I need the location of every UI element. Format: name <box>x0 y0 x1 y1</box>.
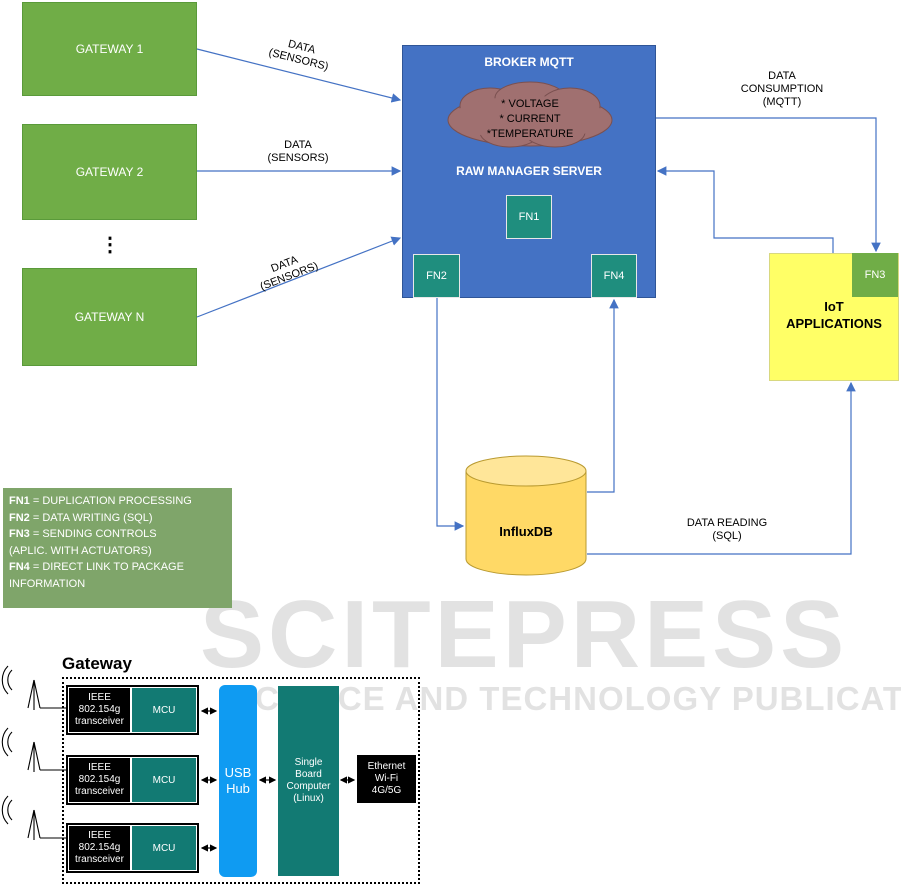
broker-title: BROKER MQTT <box>484 55 574 69</box>
fn3-box: FN3 <box>852 253 898 297</box>
transceiver-3-line2: 802.154g <box>78 842 121 853</box>
cloud-current: * CURRENT <box>499 113 561 125</box>
antenna-icon-2 <box>1 727 66 772</box>
sbc-line2: Board <box>295 769 322 780</box>
gateway-2-label: GATEWAY 2 <box>75 165 144 179</box>
iot-title-line2: APPLICATIONS <box>786 316 882 331</box>
transceiver-2-line1: IEEE <box>88 762 111 773</box>
influxdb-label: InfluxDB <box>499 524 553 539</box>
transceiver-2-line2: 802.154g <box>78 774 121 785</box>
iot-title-line1: IoT <box>824 299 844 314</box>
gateway-n-box: GATEWAY N <box>22 268 197 366</box>
broker-cloud <box>447 81 613 148</box>
eth-line1: Ethernet <box>367 761 406 772</box>
cloud-temperature: *TEMPERATURE <box>486 128 574 140</box>
legend-row: FN4 = DIRECT LINK TO PACKAGE <box>9 561 184 573</box>
legend-row: INFORMATION <box>9 577 86 590</box>
watermark-main: SCITEPRESS <box>200 581 849 688</box>
transceiver-3-line3: transceiver <box>75 854 124 865</box>
label-consumption-line1: DATA <box>768 70 796 82</box>
transceiver-3-line1: IEEE <box>88 830 111 841</box>
mcu-2: MCU <box>132 758 196 802</box>
sbc-line1: Single <box>294 757 323 768</box>
label-g2-line1: DATA <box>284 139 312 151</box>
raw-manager-server-label: RAW MANAGER SERVER <box>456 164 602 178</box>
fn-legend: FN1 = DUPLICATION PROCESSING FN2 = DATA … <box>3 488 232 608</box>
antenna-icon-3 <box>1 795 66 840</box>
legend-row: FN2 = DATA WRITING (SQL) <box>9 511 153 524</box>
antenna-icons <box>1 665 66 840</box>
arrow-g1-broker <box>196 48 402 103</box>
arrow-fn2-influx <box>436 298 465 531</box>
legend-row: (APLIC. WITH ACTUATORS) <box>9 544 152 557</box>
label-reading-line1: DATA READING <box>686 517 768 529</box>
gateway-n-label: GATEWAY N <box>74 310 145 324</box>
transceiver-1-line3: transceiver <box>75 716 124 727</box>
legend-row: FN3 = SENDING CONTROLS <box>9 528 157 540</box>
arrow-gn-broker <box>196 236 402 318</box>
iot-title: IoT APPLICATIONS <box>769 298 899 332</box>
arrow-iot-broker <box>656 166 834 253</box>
usb-hub-line2: Hub <box>226 781 250 796</box>
antenna-icon-1 <box>1 665 66 710</box>
gateway-2-box: GATEWAY 2 <box>22 124 197 220</box>
label-g2-data: DATA (SENSORS) <box>260 139 336 165</box>
influxdb-cylinder <box>465 455 587 576</box>
label-reading-line2: (SQL) <box>712 530 742 542</box>
ellipsis: ⋮ <box>100 234 120 256</box>
cloud-labels: * VOLTAGE * CURRENT *TEMPERATURE <box>440 97 620 142</box>
label-consumption: DATA CONSUMPTION (MQTT) <box>732 70 832 109</box>
watermark-sub: SCIENCE AND TECHNOLOGY PUBLICATIONS <box>232 680 901 717</box>
eth-line3: 4G/5G <box>371 785 402 796</box>
legend-row: FN1 = DUPLICATION PROCESSING <box>9 495 192 507</box>
gateway-1-label: GATEWAY 1 <box>75 42 144 56</box>
mcu-1: MCU <box>132 688 196 732</box>
usb-hub-line1: USB <box>224 765 252 780</box>
transceiver-2-line3: transceiver <box>75 786 124 797</box>
arrow-influx-fn4 <box>587 298 619 493</box>
arrow-broker-fn3 <box>656 117 881 253</box>
cloud-voltage: * VOLTAGE <box>501 98 559 110</box>
sbc-line4: (Linux) <box>293 793 324 804</box>
gateway-detail-frame <box>62 677 420 884</box>
sbc-line3: Computer <box>286 781 331 792</box>
fn2-box: FN2 <box>413 254 460 298</box>
arrow-influx-iot <box>587 381 856 555</box>
gateway-detail-title: Gateway <box>62 654 132 673</box>
label-consumption-line3: (MQTT) <box>762 96 802 108</box>
label-g2-line2: (SENSORS) <box>267 152 329 164</box>
label-consumption-line2: CONSUMPTION <box>740 83 824 95</box>
gateway-1-box: GATEWAY 1 <box>22 2 197 96</box>
eth-line2: Wi-Fi <box>374 773 399 784</box>
transceiver-1-line2: 802.154g <box>78 704 121 715</box>
fn1-box: FN1 <box>506 195 552 239</box>
fn4-box: FN4 <box>591 254 637 298</box>
label-reading: DATA READING (SQL) <box>680 517 774 543</box>
mcu-3: MCU <box>132 826 196 870</box>
transceiver-1-line1: IEEE <box>88 692 111 703</box>
